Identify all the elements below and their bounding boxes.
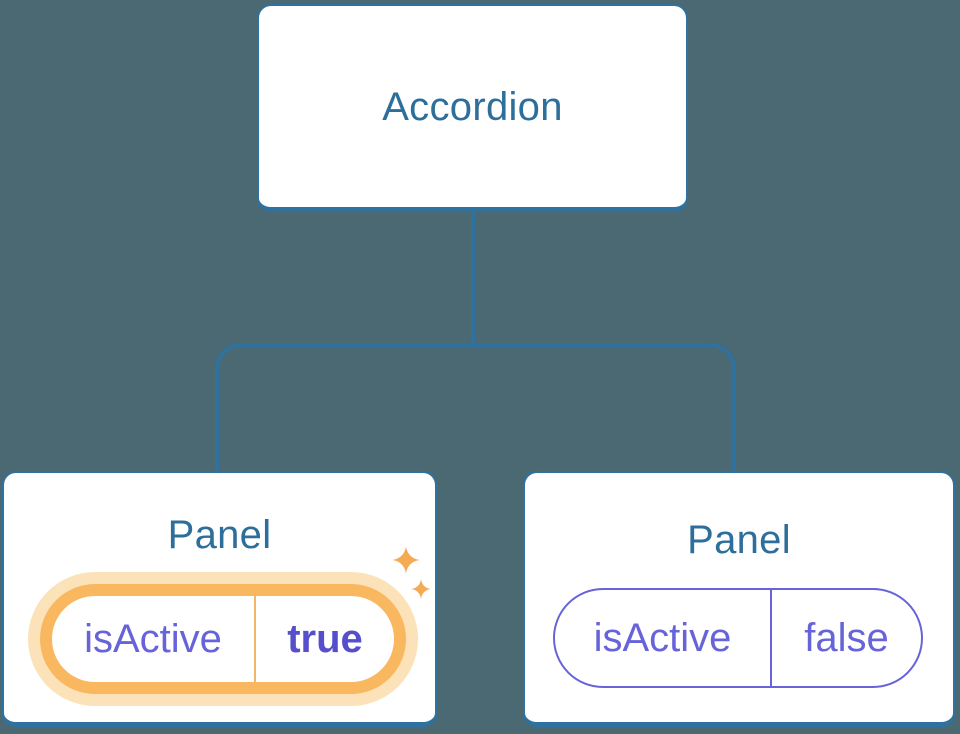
state-key: isActive — [84, 616, 222, 661]
pill-divider — [770, 590, 772, 686]
state-pill-active: isActive true — [40, 584, 406, 694]
tree-connector-stem — [471, 211, 475, 345]
accordion-node-label: Accordion — [382, 84, 563, 129]
pill-divider — [254, 596, 256, 682]
state-value: false — [804, 615, 889, 660]
panel-node-label: Panel — [687, 518, 791, 562]
tree-connector-branch — [215, 343, 736, 477]
state-value: true — [287, 616, 363, 661]
panel-node-label: Panel — [167, 513, 272, 557]
panel-node-inactive: Panel isActive false — [523, 471, 955, 727]
accordion-node: Accordion — [257, 4, 688, 212]
sparkle-icon — [411, 579, 431, 599]
panel-node-active: Panel isActive true — [2, 471, 437, 727]
state-key: isActive — [593, 615, 732, 660]
state-pill-inactive: isActive false — [553, 588, 923, 688]
sparkle-icon — [392, 546, 420, 574]
